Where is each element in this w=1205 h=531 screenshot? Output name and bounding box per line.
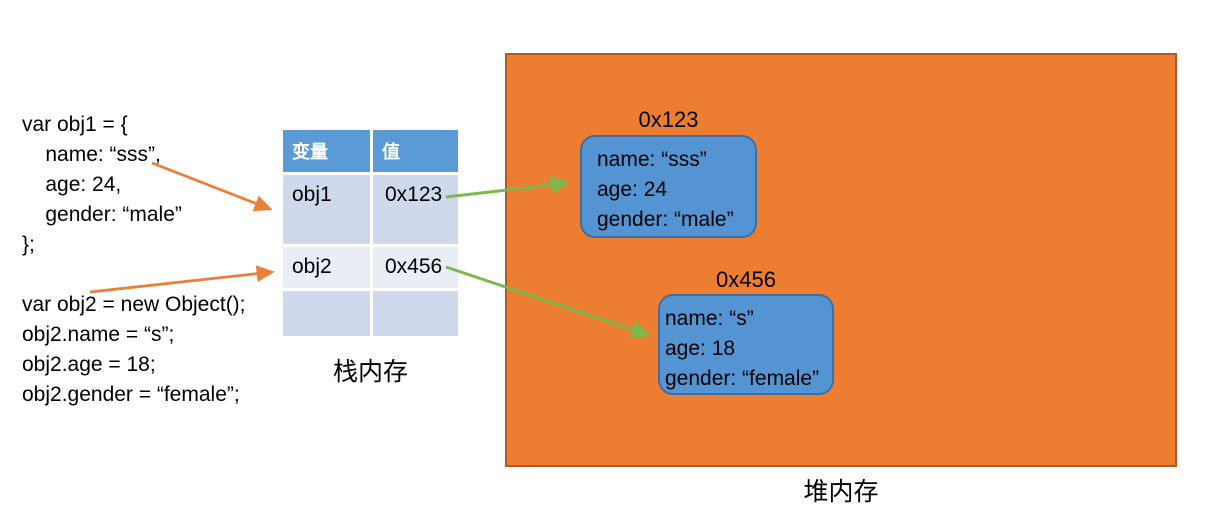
object-property: name: “s” (665, 307, 754, 330)
table-row: obj1 0x123 (283, 175, 458, 244)
code-line (22, 260, 246, 290)
cell-variable-obj2: obj2 (283, 247, 370, 288)
code-line: obj2.name = “s”; (22, 323, 175, 346)
heap-object-obj2: name: “s” age: 18 gender: “female” (658, 294, 834, 395)
code-line: var obj2 = new Object(); (22, 293, 246, 316)
code-line: age: 24, (22, 173, 122, 196)
header-cell-value: 值 (373, 130, 458, 172)
heap-object-address: 0x456 (716, 267, 776, 292)
code-line: gender: “male” (22, 203, 182, 226)
heap-object-address: 0x123 (638, 107, 699, 132)
stack-memory-caption: 栈内存 (332, 358, 408, 386)
object-property: age: 18 (665, 337, 736, 360)
code-line: name: “sss”, (22, 143, 161, 166)
table-row: obj2 0x456 (283, 247, 458, 288)
cell-value-obj1: 0x123 (373, 175, 458, 244)
stack-memory-table: 变量 值 obj1 0x123 obj2 0x456 (280, 127, 461, 339)
code-line: obj2.age = 18; (22, 353, 156, 376)
cell-value-empty (373, 291, 458, 336)
code-block: var obj1 = { name: “sss”, age: 24, gende… (22, 110, 246, 410)
heap-memory-caption: 堆内存 (803, 478, 879, 506)
object-property: name: “sss” (597, 148, 707, 171)
object-property: gender: “female” (665, 367, 820, 390)
cell-value-obj2: 0x456 (373, 247, 458, 288)
table-row (283, 291, 458, 336)
object-property: age: 24 (597, 178, 668, 201)
code-line: }; (22, 233, 35, 256)
heap-memory-region: 0x123 name: “sss” age: 24 gender: “male”… (505, 53, 1177, 467)
object-property: gender: “male” (597, 208, 734, 231)
code-line: var obj1 = { (22, 113, 128, 136)
table-header-row: 变量 值 (283, 130, 458, 172)
cell-variable-empty (283, 291, 370, 336)
code-line: obj2.gender = “female”; (22, 383, 240, 406)
header-cell-variable: 变量 (283, 130, 370, 172)
cell-variable-obj1: obj1 (283, 175, 370, 244)
heap-object-obj1: name: “sss” age: 24 gender: “male” (580, 135, 757, 238)
